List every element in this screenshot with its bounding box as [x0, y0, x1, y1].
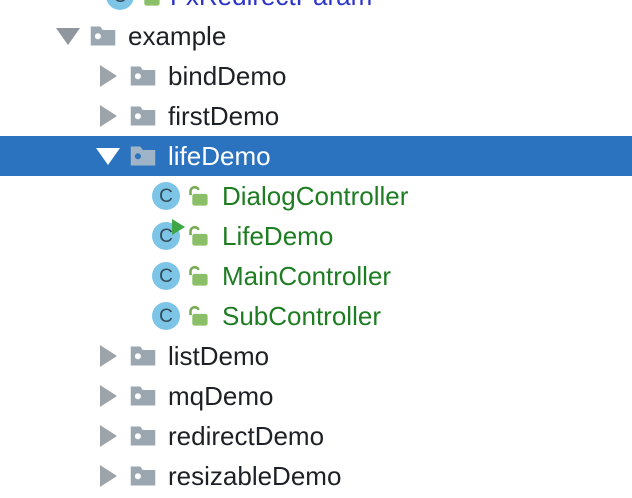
chevron-right-icon[interactable]: [96, 64, 120, 88]
tree-row-label: example: [128, 20, 227, 51]
tree-row-label: listDemo: [168, 340, 270, 371]
open-lock-icon: [186, 263, 210, 289]
class-icon: C: [152, 182, 180, 210]
class-icon: C: [152, 219, 185, 250]
tree-row-label: mqDemo: [168, 380, 274, 411]
tree-row-listdemo[interactable]: listDemo: [0, 336, 632, 376]
tree-row-label: DialogController: [222, 180, 409, 211]
tree-row-resizabledemo[interactable]: resizableDemo: [0, 456, 632, 496]
class-letter: C: [106, 0, 134, 10]
chevron-right-icon[interactable]: [96, 424, 120, 448]
run-arrow-icon: [172, 219, 185, 235]
class-icon: C: [152, 262, 180, 290]
tree-row-label: LifeDemo: [222, 220, 334, 251]
tree-row-subcontroller[interactable]: C SubController: [0, 296, 632, 336]
folder-icon: [128, 142, 158, 170]
chevron-right-icon[interactable]: [96, 384, 120, 408]
tree-row-binddemo[interactable]: bindDemo: [0, 56, 632, 96]
folder-icon: [128, 102, 158, 130]
tree-row-mqdemo[interactable]: mqDemo: [0, 376, 632, 416]
chevron-down-icon[interactable]: [96, 144, 120, 168]
tree-row-label: SubController: [222, 300, 381, 331]
folder-icon: [128, 462, 158, 490]
tree-row-label: redirectDemo: [168, 420, 325, 451]
chevron-right-icon[interactable]: [96, 104, 120, 128]
tree-row-fxredirectparam[interactable]: C FxRedirectParam: [0, 0, 632, 16]
class-icon: C: [152, 302, 180, 330]
chevron-down-icon[interactable]: [56, 24, 80, 48]
chevron-right-icon[interactable]: [96, 464, 120, 488]
open-lock-icon: [186, 183, 210, 209]
folder-icon: [88, 22, 118, 50]
class-letter: C: [152, 182, 180, 210]
tree-row-label: resizableDemo: [168, 460, 342, 491]
tree-row-example[interactable]: example: [0, 16, 632, 56]
open-lock-icon: [186, 223, 210, 249]
tree-row-label: firstDemo: [168, 100, 280, 131]
folder-icon: [128, 342, 158, 370]
folder-icon: [128, 422, 158, 450]
tree-row-dialogcontroller[interactable]: C DialogController: [0, 176, 632, 216]
tree-row-label: FxRedirectParam: [170, 0, 372, 12]
folder-icon: [128, 382, 158, 410]
tree-row-maincontroller[interactable]: C MainController: [0, 256, 632, 296]
folder-icon: [128, 62, 158, 90]
tree-row-lifedemo-class[interactable]: C LifeDemo: [0, 216, 632, 256]
tree-row-label: lifeDemo: [168, 140, 271, 171]
chevron-right-icon[interactable]: [96, 344, 120, 368]
tree-row-firstdemo[interactable]: firstDemo: [0, 96, 632, 136]
class-icon: C: [106, 0, 134, 10]
class-letter: C: [152, 302, 180, 330]
tree-row-redirectdemo[interactable]: redirectDemo: [0, 416, 632, 456]
open-lock-icon: [186, 303, 210, 329]
class-letter: C: [152, 262, 180, 290]
tree-row-label: bindDemo: [168, 60, 287, 91]
open-lock-icon: [138, 0, 162, 9]
tree-row-lifedemo[interactable]: lifeDemo: [0, 136, 632, 176]
tree-row-label: MainController: [222, 260, 392, 291]
